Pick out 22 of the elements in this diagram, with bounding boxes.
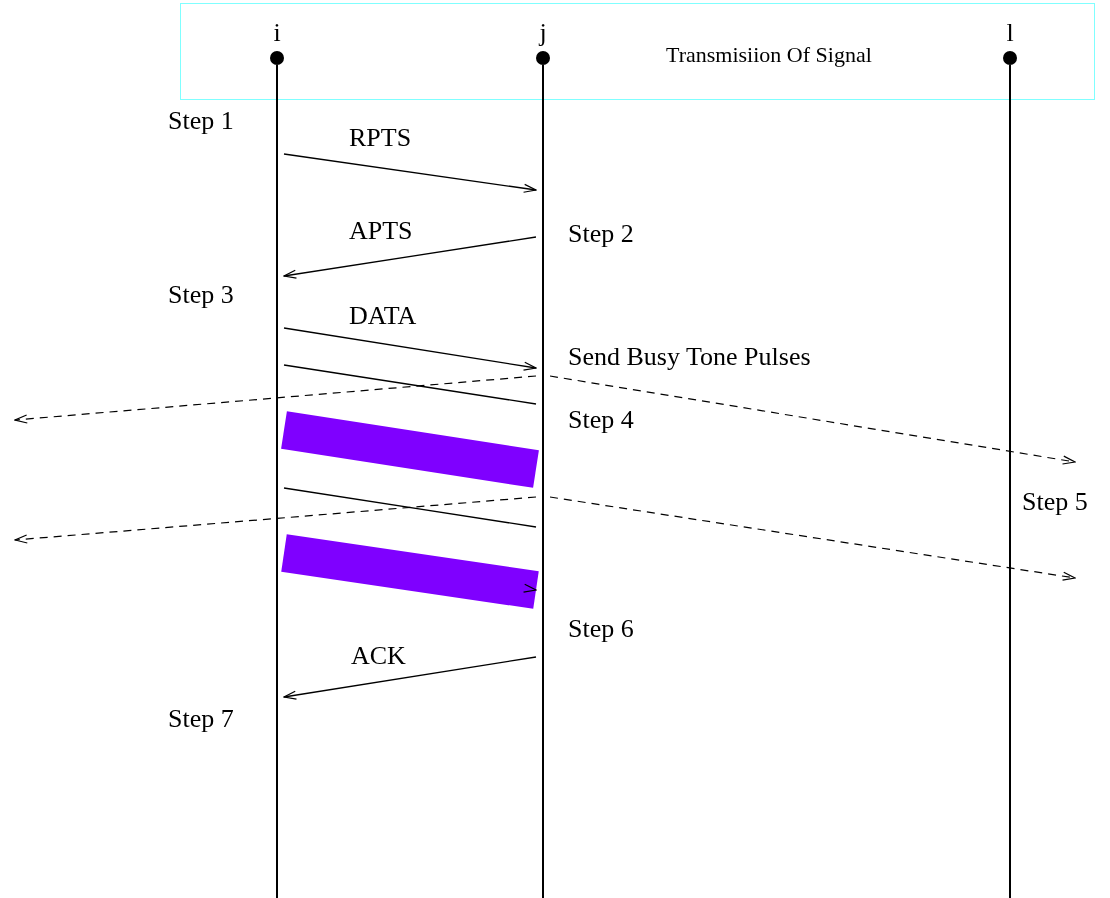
step-label: Step 4 — [568, 407, 634, 433]
message-arrow — [283, 153, 537, 193]
message-arrow — [14, 375, 537, 424]
participant-label: j — [539, 20, 547, 49]
step-label: Send Busy Tone Pulses — [568, 344, 811, 370]
step-label: Step 7 — [168, 706, 234, 732]
participant-label: l — [1006, 20, 1014, 49]
message-arrow — [549, 496, 1076, 581]
step-label: Step 2 — [568, 221, 634, 247]
frame-title: Transmisiion Of Signal — [666, 44, 872, 66]
message-arrow — [283, 236, 537, 279]
transmission-band — [281, 534, 539, 609]
step-label: Step 6 — [568, 616, 634, 642]
frame-box — [180, 3, 1095, 100]
message-arrow — [283, 327, 537, 371]
step-label: Step 3 — [168, 282, 234, 308]
participant-label: i — [273, 20, 281, 49]
message-arrow — [283, 656, 537, 700]
message-arrow — [549, 375, 1076, 465]
step-label: Step 5 — [1022, 489, 1088, 515]
step-label: Step 1 — [168, 108, 234, 134]
message-arrow — [14, 496, 537, 544]
